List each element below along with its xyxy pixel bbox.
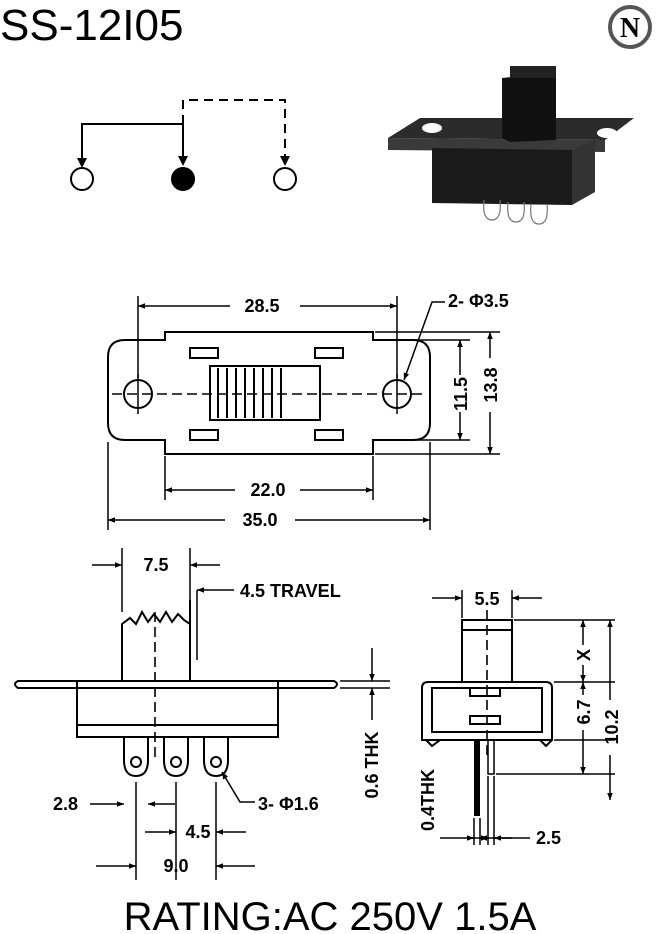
dim-hole-dia: 2- Φ3.5 bbox=[448, 291, 509, 311]
dim-11-5: 11.5 bbox=[451, 377, 471, 411]
product-3d-view bbox=[388, 66, 634, 225]
dim-0-6-thk: 0.6 THK bbox=[362, 731, 382, 798]
contact-open-left bbox=[70, 167, 94, 191]
dim-35-0: 35.0 bbox=[242, 510, 277, 530]
dim-10-2: 10.2 bbox=[602, 709, 622, 744]
dim-5-5: 5.5 bbox=[474, 589, 499, 609]
model-title: SS-12I05 bbox=[0, 1, 183, 50]
switch-schematic bbox=[70, 99, 297, 191]
top-view bbox=[107, 296, 500, 530]
dim-4-5: 4.5 bbox=[185, 822, 210, 842]
dim-6-7: 6.7 bbox=[574, 699, 594, 724]
dim-28-5: 28.5 bbox=[244, 296, 279, 316]
rating-label: RATING:AC 250V 1.5A bbox=[124, 895, 537, 934]
end-view bbox=[421, 590, 615, 845]
contact-open-right bbox=[273, 167, 297, 191]
svg-text:N: N bbox=[620, 13, 640, 44]
dim-9-0: 9.0 bbox=[163, 856, 188, 876]
dim-travel: 4.5 TRAVEL bbox=[240, 581, 341, 601]
contact-common bbox=[171, 167, 195, 191]
dim-x: X bbox=[574, 649, 594, 661]
dim-0-4-thk: 0.4THK bbox=[418, 769, 438, 831]
dim-13-8: 13.8 bbox=[481, 367, 501, 402]
brand-logo: N bbox=[608, 5, 652, 49]
dim-2-8: 2.8 bbox=[53, 794, 78, 814]
dim-pin-dia: 3- Φ1.6 bbox=[258, 794, 319, 814]
dim-22-0: 22.0 bbox=[250, 480, 285, 500]
dim-2-5: 2.5 bbox=[536, 828, 561, 848]
dim-7-5: 7.5 bbox=[143, 555, 168, 575]
side-view bbox=[14, 548, 390, 880]
